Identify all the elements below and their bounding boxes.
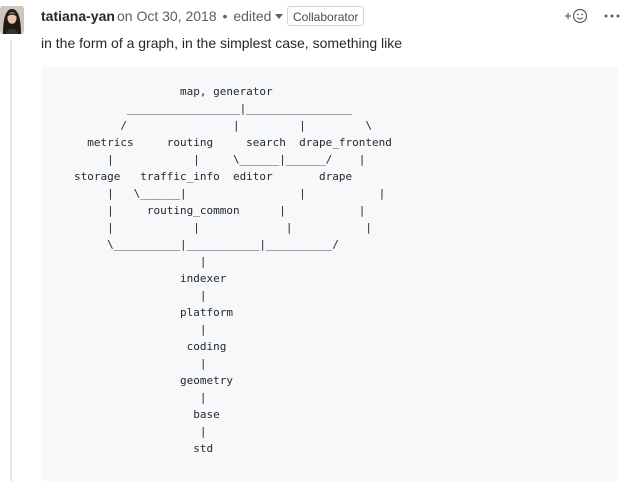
edited-dropdown[interactable]: edited <box>233 8 284 24</box>
author-link[interactable]: tatiana-yan <box>41 8 115 24</box>
code-line: / | | \ <box>74 119 373 132</box>
code-line: | <box>74 357 207 370</box>
code-line: | <box>74 323 207 336</box>
timeline-line <box>10 40 12 481</box>
code-line: platform <box>74 306 233 319</box>
timestamp-link[interactable]: Oct 30, 2018 <box>136 8 217 24</box>
code-line: map, generator <box>74 85 273 98</box>
comment-body-text: in the form of a graph, in the simplest … <box>41 35 403 51</box>
code-line: | | \______|______/ | <box>74 153 366 166</box>
code-line: | | | | <box>74 221 373 234</box>
code-line: | <box>74 289 207 302</box>
code-line: | routing_common | | <box>74 204 366 217</box>
code-line: \__________|___________|__________/ <box>74 238 339 251</box>
comment-meta: on Oct 30, 2018 • edited <box>117 8 284 24</box>
code-line: | <box>74 255 207 268</box>
author-association-badge: Collaborator <box>287 6 365 26</box>
kebab-horizontal-icon <box>604 14 620 18</box>
caret-down-icon <box>275 14 284 19</box>
code-line: indexer <box>74 272 227 285</box>
smiley-plus-icon <box>565 8 588 24</box>
code-line: storage traffic_info editor drape <box>74 170 353 183</box>
meta-separator: • <box>222 8 228 24</box>
code-line: std <box>74 442 214 455</box>
code-line: metrics routing search drape_frontend <box>74 136 392 149</box>
edited-label: edited <box>233 8 272 24</box>
add-reaction-button[interactable] <box>563 6 593 26</box>
code-line: | \______| | | <box>74 187 386 200</box>
dependency-graph-code: map, generator _________________|_______… <box>41 67 618 457</box>
avatar-image <box>0 6 24 34</box>
comment-header: tatiana-yan on Oct 30, 2018 • edited Col… <box>31 0 628 32</box>
timestamp-prefix: on <box>117 8 133 24</box>
code-line: geometry <box>74 374 233 387</box>
code-line: base <box>74 408 220 421</box>
comment: tatiana-yan on Oct 30, 2018 • edited Col… <box>31 0 628 481</box>
code-line: | <box>74 425 207 438</box>
code-line: _________________|________________ <box>74 102 353 115</box>
more-options-button[interactable] <box>599 6 625 26</box>
code-line: | <box>74 391 207 404</box>
code-line: coding <box>74 340 227 353</box>
user-avatar[interactable] <box>0 6 24 34</box>
code-block: map, generator _________________|_______… <box>41 67 618 481</box>
